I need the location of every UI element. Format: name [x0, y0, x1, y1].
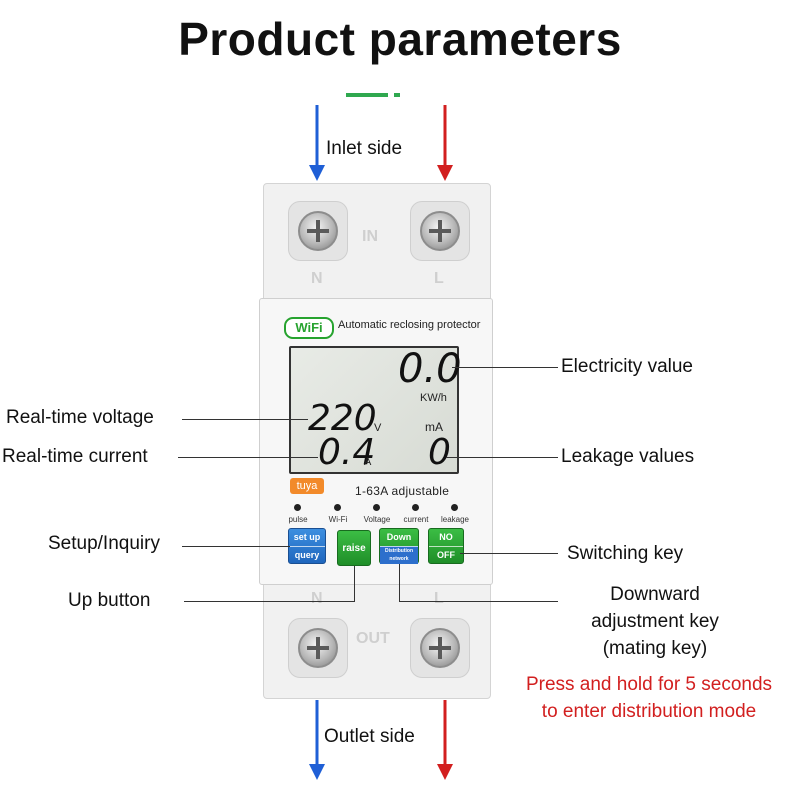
outlet-red-arrow — [437, 700, 453, 780]
indicator-label-wifi: Wi-Fi — [328, 515, 348, 524]
top-terminal-l: L — [434, 270, 444, 287]
top-terminal-n: N — [311, 270, 323, 287]
down-button-bottom-label: Distribution network — [380, 546, 418, 564]
setup-inquiry-label: Setup/Inquiry — [48, 533, 160, 554]
led-leakage — [451, 504, 458, 511]
led-current — [412, 504, 419, 511]
screw-icon — [420, 211, 460, 251]
screw-icon — [298, 211, 338, 251]
leader-down-vertical — [399, 564, 400, 601]
down-button-top-label: Down — [386, 532, 412, 542]
leader-electricity — [452, 367, 558, 368]
setup-button-top-label: set up — [293, 532, 321, 542]
page-title: Product parameters — [178, 13, 622, 65]
leader-up-vertical — [354, 566, 355, 602]
inlet-side-label: Inlet side — [326, 138, 403, 159]
indicator-label-pulse: pulse — [288, 515, 308, 524]
leader-setup — [182, 546, 290, 547]
leakage-values-label: Leakage values — [561, 446, 695, 467]
distribution-note-line-1: Press and hold for 5 seconds — [525, 674, 773, 695]
switch-button-bottom-label: OFF — [429, 546, 463, 564]
leader-leakage — [446, 457, 558, 458]
lcd-energy-value: 0.0 — [398, 346, 462, 392]
tuya-logo: tuya — [290, 478, 324, 494]
switching-key-label: Switching key — [567, 543, 684, 564]
screw-icon — [298, 628, 338, 668]
led-wifi — [334, 504, 341, 511]
inlet-blue-arrow — [309, 105, 325, 181]
leader-current — [178, 457, 318, 458]
downward-key-label-1: Downward — [610, 584, 700, 605]
electricity-value-label: Electricity value — [561, 356, 693, 377]
bottom-terminal-n: N — [311, 590, 323, 607]
leader-switch — [460, 553, 558, 554]
device-header: Automatic reclosing protector — [338, 319, 481, 331]
distribution-note-line-2: to enter distribution mode — [541, 701, 757, 722]
wifi-logo: WiFi — [284, 317, 334, 339]
lcd-screen — [289, 346, 459, 474]
lcd-current-value: 0.4 — [318, 432, 376, 473]
leader-down-horizontal — [399, 601, 558, 602]
indicator-label-current: current — [403, 515, 429, 524]
lcd-energy-unit: KW/h — [420, 392, 447, 404]
indicator-label-voltage: Voltage — [363, 515, 391, 524]
screw-icon — [420, 628, 460, 668]
bottom-emboss-text: OUT — [356, 630, 390, 647]
downward-key-label-3: (mating key) — [602, 638, 708, 659]
top-left-terminal — [288, 201, 348, 261]
outlet-blue-arrow — [309, 700, 325, 780]
realtime-current-label: Real-time current — [2, 446, 148, 467]
lcd-voltage-value: 220 — [308, 398, 377, 439]
top-emboss-text: IN — [362, 228, 378, 245]
title-underline-green — [346, 93, 388, 97]
bottom-left-terminal — [288, 618, 348, 678]
bottom-right-terminal — [410, 618, 470, 678]
realtime-voltage-label: Real-time voltage — [6, 407, 154, 428]
raise-button[interactable]: raise — [337, 530, 371, 566]
bottom-terminal-l: L — [434, 590, 444, 607]
lcd-current-unit: A — [364, 456, 372, 468]
lcd-voltage-unit: V — [374, 422, 382, 434]
lcd-leak-unit: mA — [425, 420, 443, 434]
indicator-label-leakage: leakage — [440, 515, 470, 524]
led-pulse — [294, 504, 301, 511]
led-voltage — [373, 504, 380, 511]
leader-up-horizontal — [184, 601, 355, 602]
down-distribution-button[interactable]: Down Distribution network — [379, 528, 419, 564]
outlet-side-label: Outlet side — [324, 726, 415, 747]
leader-voltage — [182, 419, 308, 420]
lcd-leakage-value: 0 — [428, 432, 451, 473]
up-button-label: Up button — [68, 590, 151, 611]
setup-query-button[interactable]: set up query — [288, 528, 326, 564]
top-right-terminal — [410, 201, 470, 261]
switch-button-top-label: NO — [439, 532, 453, 542]
switch-no-off-button[interactable]: NO OFF — [428, 528, 464, 564]
inlet-red-arrow — [437, 105, 453, 181]
title-underline-dash — [394, 93, 400, 97]
rating-text: 1-63A adjustable — [355, 484, 450, 498]
downward-key-label-2: adjustment key — [591, 611, 719, 632]
setup-button-bottom-label: query — [289, 546, 325, 564]
